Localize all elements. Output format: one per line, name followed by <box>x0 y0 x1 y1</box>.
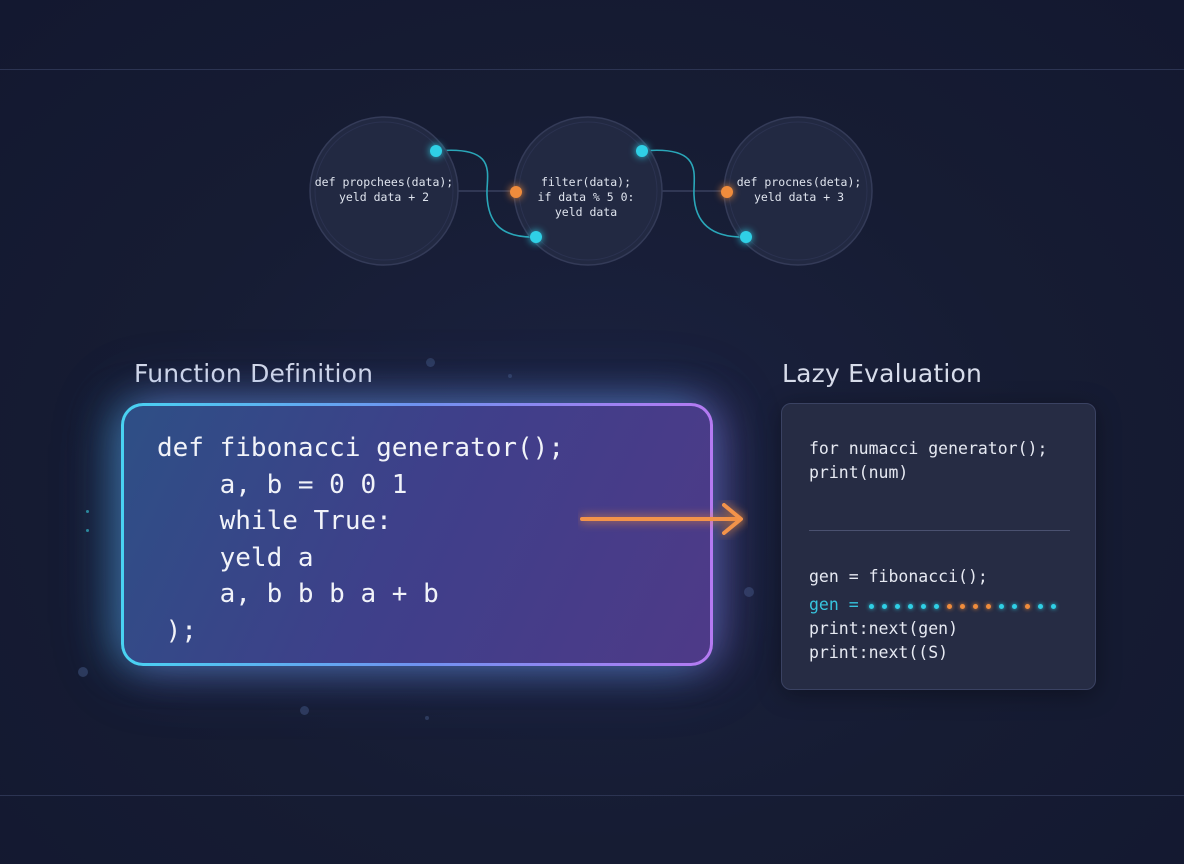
lazy-evaluation-panel: for numacci generator(); print(num) gen … <box>781 403 1096 690</box>
stream-dot <box>1038 604 1043 609</box>
node-code-line: def procnes(deta); <box>736 175 862 189</box>
gen-assign-line: gen = fibonacci(); <box>809 567 988 586</box>
stream-dot <box>934 604 939 609</box>
function-code-panel: def fibonacci generator(); a, b = 0 0 1 … <box>121 403 713 666</box>
pipeline-ports <box>430 145 752 243</box>
node-code-line: yeld data + 3 <box>753 190 844 204</box>
pipeline-node-2 <box>513 116 663 266</box>
code-line: def fibonacci generator(); <box>157 433 564 463</box>
code-line: a, b = 0 0 1 <box>157 470 408 500</box>
function-definition-label: Function Definition <box>134 359 374 388</box>
right-arrow-icon <box>580 503 743 535</box>
stream-dot <box>908 604 913 609</box>
pipeline-node-2-code: filter(data); if data % 5 0: yeld data <box>511 175 661 220</box>
stream-dot <box>960 604 965 609</box>
particle <box>508 374 512 378</box>
node-code-line: filter(data); <box>540 175 631 189</box>
loop-code-line: print(num) <box>809 463 909 482</box>
particle <box>300 706 309 715</box>
pipeline-node-1 <box>309 116 459 266</box>
bottom-divider <box>0 795 1184 796</box>
code-line: a, b b b a + b <box>157 579 439 609</box>
pipeline-node-1-code: def propchees(data); yeld data + 2 <box>309 175 459 205</box>
next-call-line: print:next(gen) <box>809 619 959 638</box>
particle <box>426 358 435 367</box>
particle <box>78 667 88 677</box>
generator-pipeline <box>309 116 873 266</box>
node-code-line: yeld data <box>554 205 618 219</box>
stream-dot <box>973 604 978 609</box>
gen-stream-label: gen = <box>809 595 859 614</box>
particle <box>86 510 89 513</box>
stream-dot <box>947 604 952 609</box>
particle <box>425 716 429 720</box>
stream-dot <box>882 604 887 609</box>
stream-dot <box>1051 604 1056 609</box>
lazy-value-stream <box>869 604 1079 610</box>
stream-dot <box>986 604 991 609</box>
lazy-evaluation-label: Lazy Evaluation <box>782 359 983 388</box>
code-line: while True: <box>157 506 392 536</box>
particle <box>744 587 754 597</box>
stream-dot <box>1025 604 1030 609</box>
stream-dot <box>869 604 874 609</box>
panel-divider <box>809 530 1070 531</box>
code-line: ); <box>150 616 197 646</box>
next-call-line: print:next((S) <box>809 643 949 662</box>
pipeline-node-3-code: def procnes(deta); yeld data + 3 <box>724 175 874 205</box>
particle <box>86 529 89 532</box>
loop-code-line: for numacci generator(); <box>809 439 1048 458</box>
stream-dot <box>999 604 1004 609</box>
stream-dot <box>1012 604 1017 609</box>
node-code-line: def propchees(data); <box>314 175 454 189</box>
stream-dot <box>895 604 900 609</box>
top-divider <box>0 69 1184 70</box>
code-line: yeld a <box>157 543 314 573</box>
stream-dot <box>921 604 926 609</box>
node-code-line: yeld data + 2 <box>338 190 429 204</box>
node-code-line: if data % 5 0: <box>537 190 635 204</box>
